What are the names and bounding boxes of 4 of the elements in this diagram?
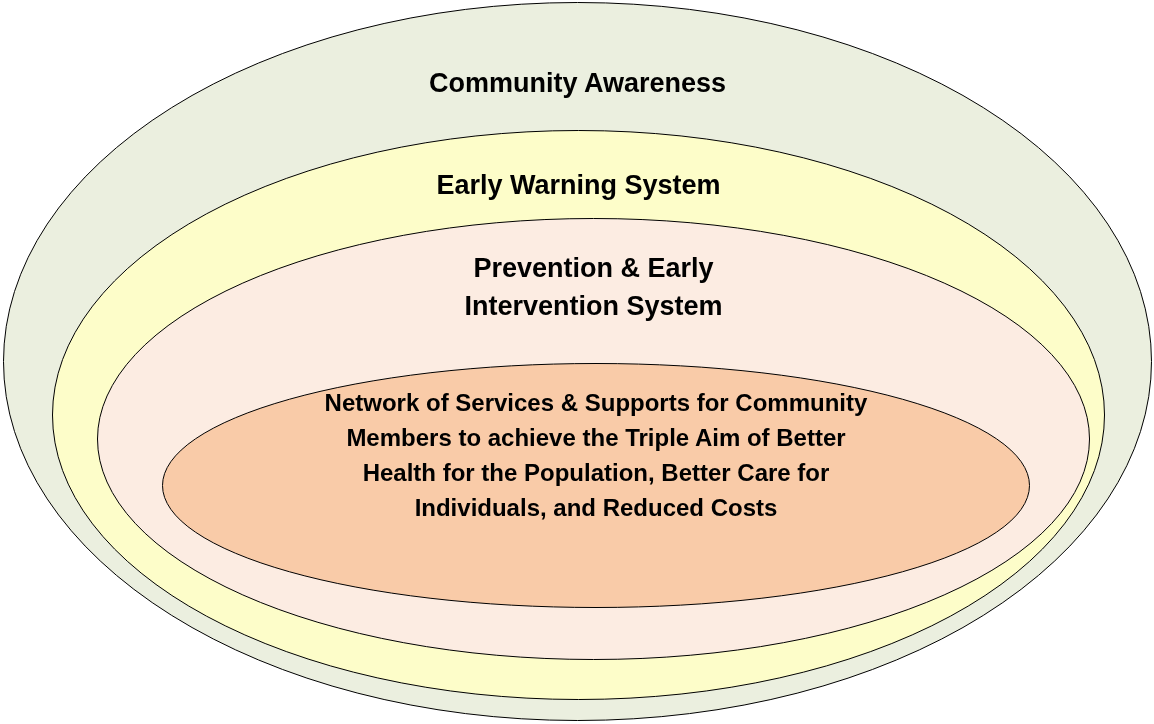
layer-label: Network of Services & Supports for Community Members to achieve the Triple Aim of Better Health for the Population, Better Care for Individuals, and Reduced Costs: [323, 388, 869, 523]
layer-label: Prevention & Early Intervention System: [463, 252, 724, 323]
layer-label: Community Awareness: [427, 67, 728, 100]
layer-label: Early Warning System: [435, 169, 722, 202]
